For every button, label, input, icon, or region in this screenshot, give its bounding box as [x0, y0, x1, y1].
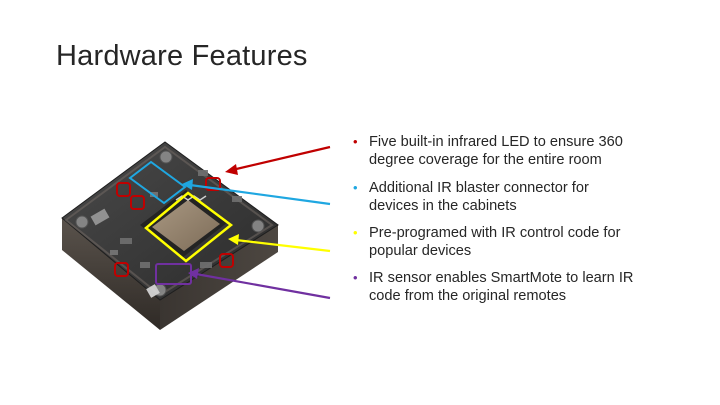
led-marker-3: [205, 177, 221, 191]
component-3: [232, 196, 242, 202]
feature-list: • Five built-in infrared LED to ensure 3…: [352, 133, 642, 313]
callout-arrows: [182, 145, 331, 300]
feature-item-ir-blaster: • Additional IR blaster connector for de…: [352, 179, 642, 215]
feature-text: Additional IR blaster connector for devi…: [369, 180, 589, 214]
arrow-ir-blaster: [189, 183, 331, 206]
bullet-dot-yellow: •: [353, 225, 358, 240]
arrow-led: [231, 145, 331, 172]
module-chip: [152, 200, 220, 251]
component-7: [110, 250, 118, 255]
screw-left: [75, 215, 89, 229]
ir-code-module-marker: [144, 191, 234, 263]
component-5: [200, 262, 212, 268]
feature-item-ir-code: • Pre-programed with IR control code for…: [352, 224, 642, 260]
bullet-dot-purple: •: [353, 270, 358, 285]
slide-title: Hardware Features: [56, 40, 308, 72]
usb-port: [90, 208, 110, 226]
arrow-ir-sensor-head: [188, 268, 199, 279]
bullet-dot-red: •: [353, 134, 358, 149]
ir-sensor-window: [146, 284, 160, 298]
feature-item-led: • Five built-in infrared LED to ensure 3…: [352, 133, 642, 169]
screw-top: [159, 150, 173, 164]
feature-text: Pre-programed with IR control code for p…: [369, 225, 621, 259]
led-marker-5: [219, 253, 234, 268]
screw-right: [251, 219, 265, 233]
arrow-led-head: [225, 164, 238, 175]
feature-item-ir-sensor: • IR sensor enables SmartMote to learn I…: [352, 269, 642, 305]
ir-blaster-marker: [128, 160, 187, 205]
led-marker-1: [116, 182, 131, 197]
feature-text: IR sensor enables SmartMote to learn IR …: [369, 270, 634, 304]
case-left-side: [62, 218, 160, 330]
component-4: [140, 262, 150, 268]
bullet-dot-blue: •: [353, 180, 358, 195]
arrow-ir-sensor: [195, 272, 331, 300]
feature-text: Five built-in infrared LED to ensure 360…: [369, 134, 623, 168]
led-marker-4: [114, 262, 129, 277]
arrow-ir-blaster-head: [182, 179, 193, 190]
led-marker-2: [130, 195, 145, 210]
led-markers: [114, 177, 234, 277]
arrow-ir-code-head: [228, 234, 239, 245]
component-1: [120, 238, 132, 244]
arrow-ir-code: [235, 238, 331, 253]
module-antenna: [175, 195, 207, 201]
component-2: [198, 170, 208, 176]
